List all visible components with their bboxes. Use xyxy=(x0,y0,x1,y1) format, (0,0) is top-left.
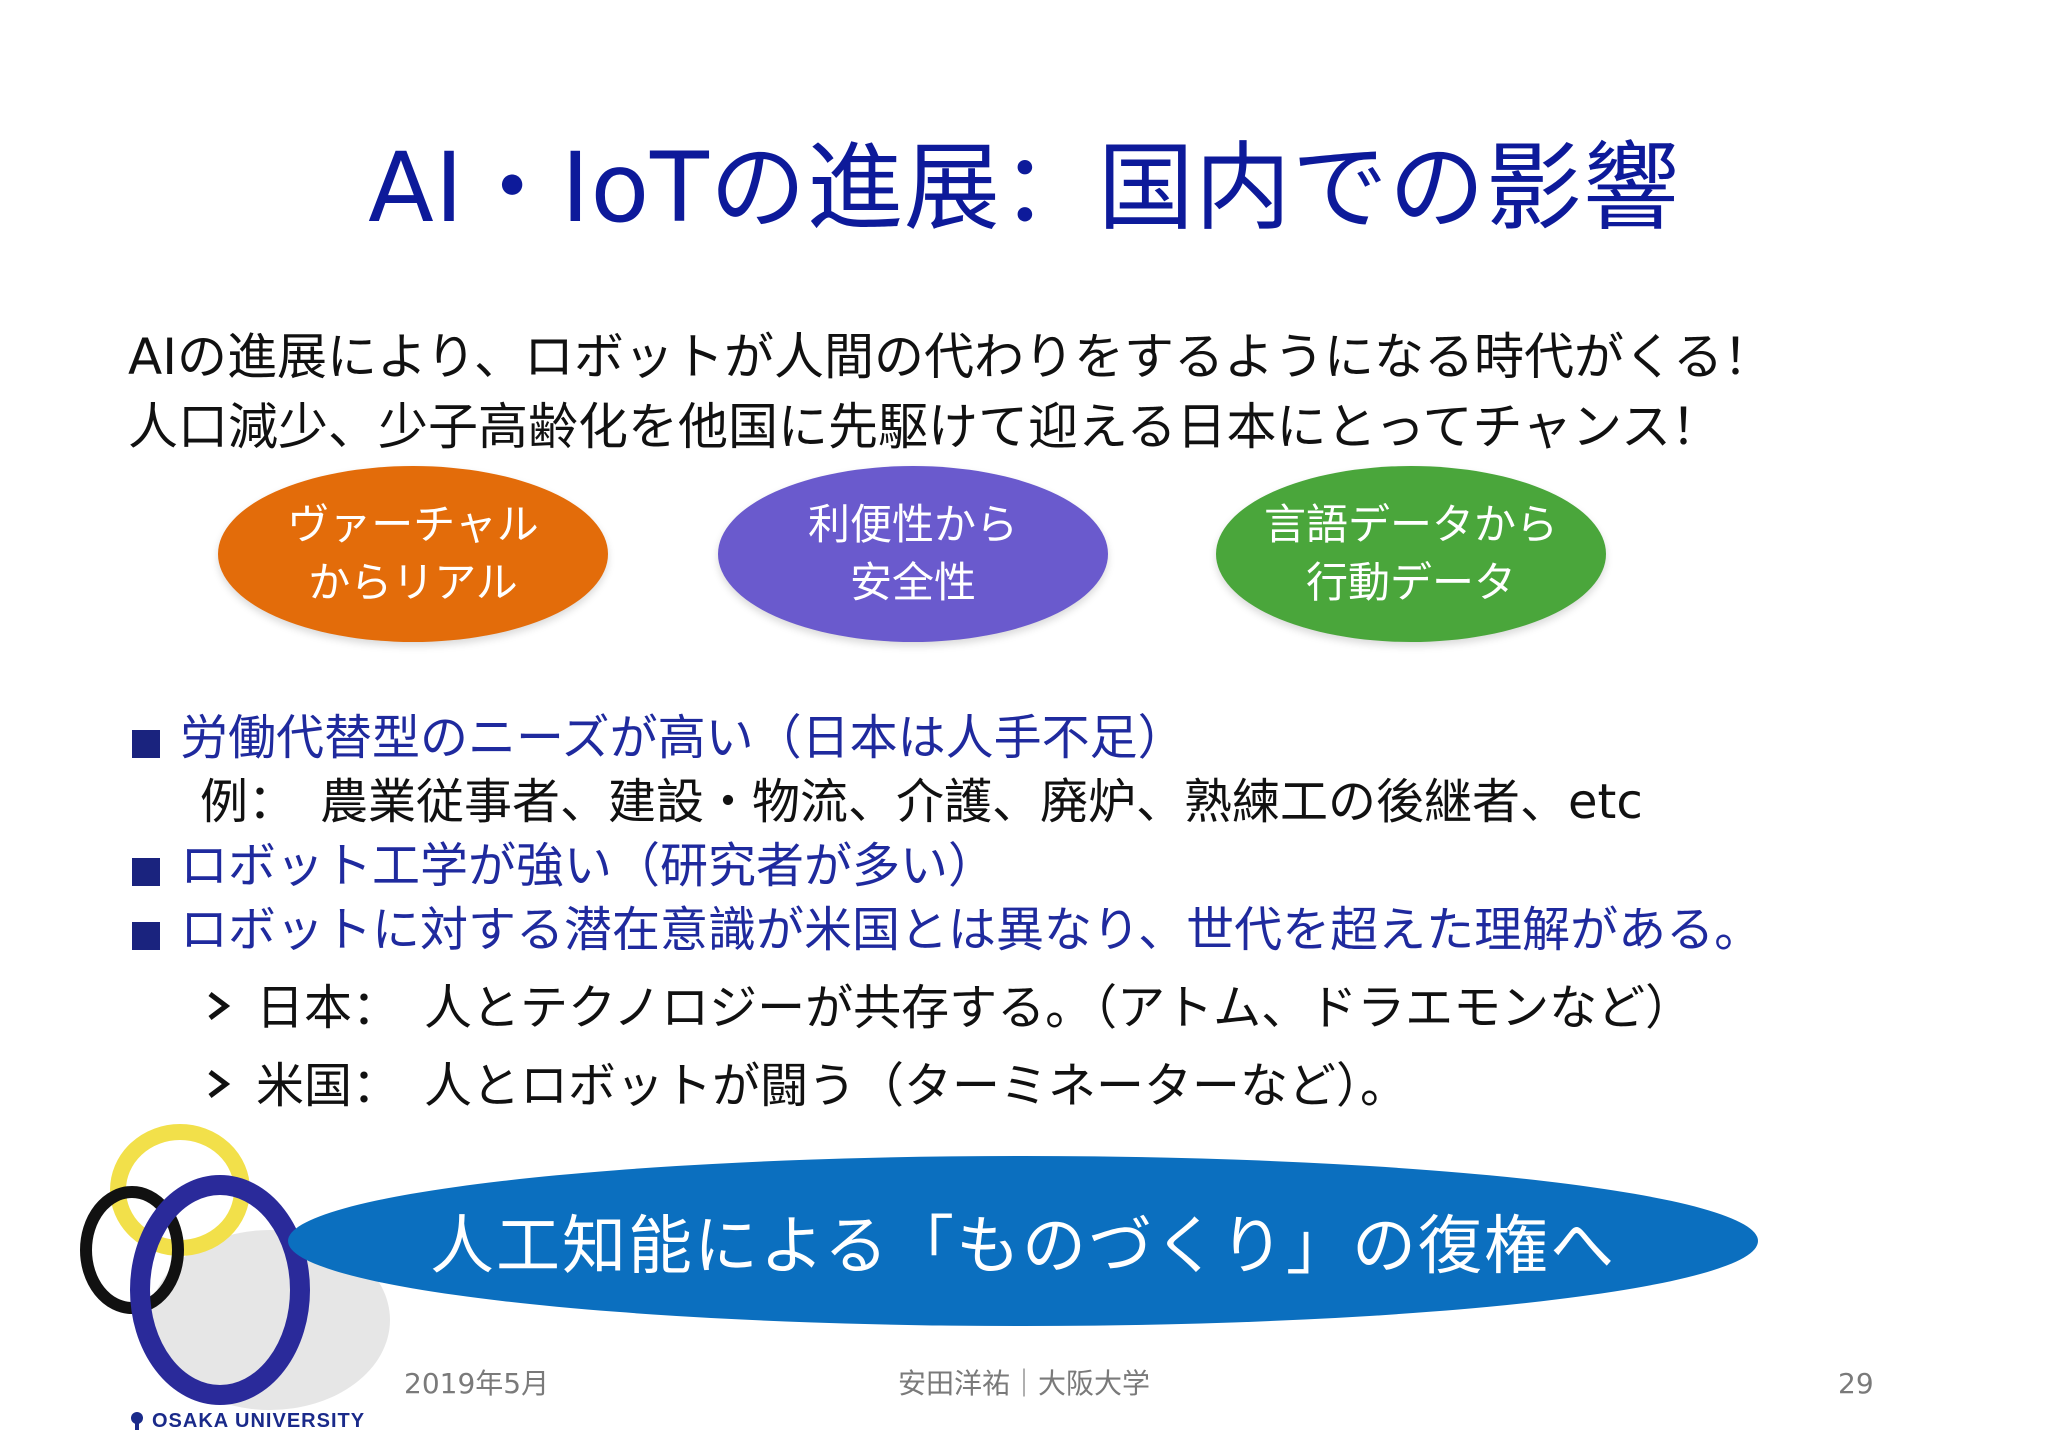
ellipse-2-line-2: 安全性 xyxy=(849,558,976,607)
example-text: 例： 農業従事者、建設・物流、介護、廃炉、熟練工の後継者、etc xyxy=(200,774,1643,830)
bullet-item: ロボットに対する潜在意識が米国とは異なり、世代を超えた理解がある。 xyxy=(128,898,2008,962)
intro-line-2: 人口減少、少子高齢化を他国に先駆けて迎える日本にとってチャンス！ xyxy=(128,398,1721,456)
arrow-bullet-icon xyxy=(208,1070,231,1098)
ellipse-virtual-to-real: ヴァーチャル からリアル xyxy=(218,466,608,642)
conclusion-banner: 人工知能による「ものづくり」の復権へ xyxy=(288,1156,1758,1326)
ellipse-1-line-1: ヴァーチャル xyxy=(287,500,539,549)
bullet-text-1: 労働代替型のニーズが高い（日本は人手不足） xyxy=(180,710,1186,766)
slide-title: AI・IoTの進展：国内での影響 xyxy=(368,132,1680,244)
sub-bullet-item: 米国： 人とロボットが闘う（ターミネーターなど）。 xyxy=(128,1054,2008,1118)
bullet-item: ロボット工学が強い（研究者が多い） xyxy=(128,834,2008,898)
square-bullet-icon xyxy=(132,730,160,758)
intro-line-1: AIの進展により、ロボットが人間の代わりをするようになる時代がくる！ xyxy=(128,328,1773,386)
bullet-list: 労働代替型のニーズが高い（日本は人手不足） 例： 農業従事者、建設・物流、介護、… xyxy=(128,706,2008,1118)
intro-text: AIの進展により、ロボットが人間の代わりをするようになる時代がくる！ 人口減少、… xyxy=(128,322,1928,462)
bullet-item: 労働代替型のニーズが高い（日本は人手不足） xyxy=(128,706,2008,770)
sub-bullet-text-1: 日本： 人とテクノロジーが共存する。（アトム、ドラエモンなど） xyxy=(256,980,1694,1036)
bullet-text-3: ロボットに対する潜在意識が米国とは異なり、世代を超えた理解がある。 xyxy=(180,902,1763,958)
ellipse-1-line-2: からリアル xyxy=(308,558,518,607)
sub-bullet-text-2: 米国： 人とロボットが闘う（ターミネーターなど）。 xyxy=(256,1058,1409,1114)
footer-author: 安田洋祐｜大阪大学 xyxy=(897,1367,1150,1400)
osaka-university-mark-icon xyxy=(131,1412,143,1430)
bullet-text-2: ロボット工学が強い（研究者が多い） xyxy=(180,838,997,894)
square-bullet-icon xyxy=(132,922,160,950)
bullet-example: 例： 農業従事者、建設・物流、介護、廃炉、熟練工の後継者、etc xyxy=(128,770,2008,834)
ellipse-3-line-1: 言語データから xyxy=(1263,500,1558,549)
sub-bullet-item: 日本： 人とテクノロジーが共存する。（アトム、ドラエモンなど） xyxy=(128,976,2008,1040)
page-number: 29 xyxy=(1838,1367,1874,1400)
logo-text: OSAKA UNIVERSITY xyxy=(152,1410,366,1432)
footer-date: 2019年5月 xyxy=(404,1367,550,1400)
square-bullet-icon xyxy=(132,858,160,886)
ellipse-language-to-behavior: 言語データから 行動データ xyxy=(1216,466,1606,642)
osaka-university-logo xyxy=(80,1124,390,1410)
ellipse-3-line-2: 行動データ xyxy=(1305,558,1516,607)
ellipse-2-line-1: 利便性から xyxy=(807,500,1018,549)
ellipse-convenience-to-safety: 利便性から 安全性 xyxy=(718,466,1108,642)
arrow-bullet-icon xyxy=(208,992,231,1020)
